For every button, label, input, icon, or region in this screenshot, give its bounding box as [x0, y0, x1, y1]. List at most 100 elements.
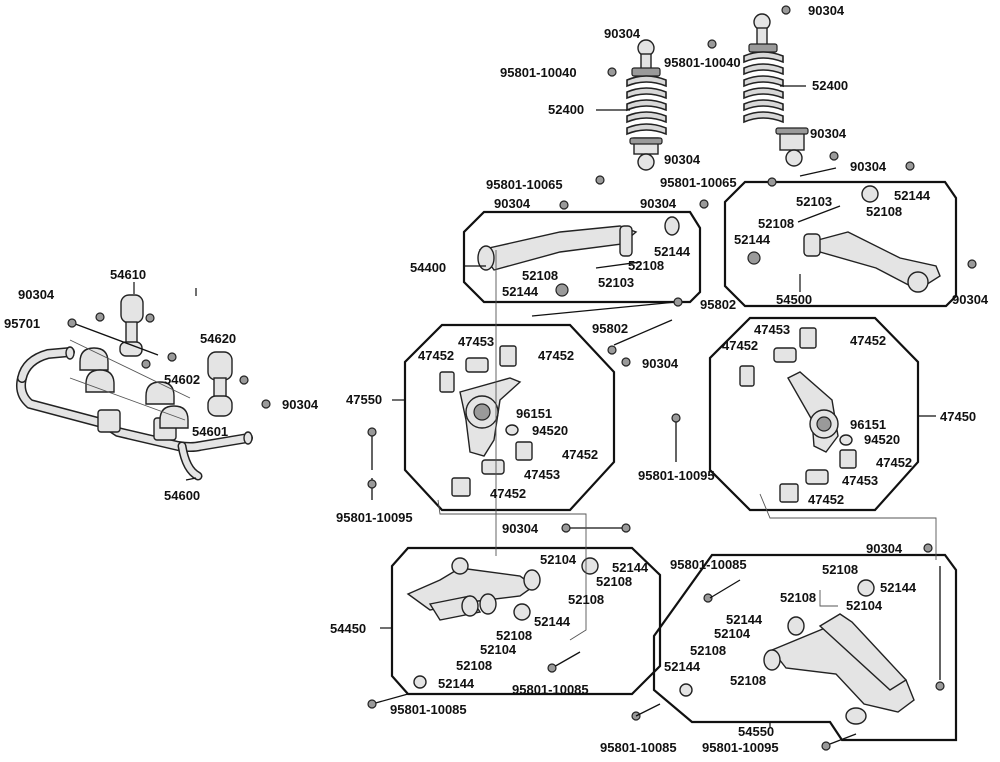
label-95801-10085: 95801-10085	[670, 557, 747, 572]
label-90304: 90304	[494, 196, 531, 211]
label-95801-10085: 95801-10085	[390, 702, 467, 717]
lower-right-arm-frame	[652, 553, 958, 742]
label-54550: 54550	[738, 724, 774, 739]
label-47452: 47452	[808, 492, 844, 507]
label-52144: 52144	[734, 232, 771, 247]
label-47453: 47453	[842, 473, 878, 488]
label-90304: 90304	[604, 26, 641, 41]
label-90304: 90304	[642, 356, 679, 371]
lower-arm-left	[367, 523, 631, 709]
label-47550: 47550	[346, 392, 382, 407]
label-95801-10095: 95801-10095	[336, 510, 413, 525]
upper-arm-left	[477, 199, 709, 297]
label-90304: 90304	[850, 159, 887, 174]
label-52144: 52144	[894, 188, 931, 203]
label-52400: 52400	[548, 102, 584, 117]
shock-absorber-left	[595, 39, 667, 185]
label-47453: 47453	[754, 322, 790, 337]
upper-right-arm-frame	[723, 180, 958, 308]
label-47452: 47452	[418, 348, 454, 363]
label-47453: 47453	[458, 334, 494, 349]
label-52144: 52144	[880, 580, 917, 595]
label-52104: 52104	[846, 598, 883, 613]
label-52103: 52103	[796, 194, 832, 209]
label-52108: 52108	[522, 268, 558, 283]
label-96151: 96151	[516, 406, 552, 421]
label-90304: 90304	[282, 397, 319, 412]
label-52108: 52108	[456, 658, 492, 673]
leader-lines	[133, 85, 936, 728]
stabilizer-link-left	[67, 294, 177, 369]
knuckle-left	[367, 345, 533, 500]
label-52104: 52104	[714, 626, 751, 641]
label-47453: 47453	[524, 467, 560, 482]
lower-left-arm-frame	[390, 546, 662, 696]
label-54600: 54600	[164, 488, 200, 503]
label-47452: 47452	[876, 455, 912, 470]
label-52144: 52144	[654, 244, 691, 259]
label-52108: 52108	[866, 204, 902, 219]
label-47452: 47452	[538, 348, 574, 363]
label-54450: 54450	[330, 621, 366, 636]
label-95802: 95802	[700, 297, 736, 312]
stabilizer-bushings	[69, 339, 191, 429]
label-52108: 52108	[628, 258, 664, 273]
label-52144: 52144	[534, 614, 571, 629]
label-95801-10095: 95801-10095	[702, 740, 779, 755]
label-95802: 95802	[592, 321, 628, 336]
label-90304: 90304	[952, 292, 989, 307]
label-90304: 90304	[18, 287, 55, 302]
bolt-95802	[531, 297, 683, 367]
label-47450: 47450	[940, 409, 976, 424]
label-54602: 54602	[164, 372, 200, 387]
label-94520: 94520	[532, 423, 568, 438]
label-47452: 47452	[562, 447, 598, 462]
label-52108: 52108	[758, 216, 794, 231]
label-54601: 54601	[192, 424, 228, 439]
label-52108: 52108	[780, 590, 816, 605]
label-47452: 47452	[722, 338, 758, 353]
label-90304: 90304	[640, 196, 677, 211]
label-95801-10085: 95801-10085	[600, 740, 677, 755]
label-54400: 54400	[410, 260, 446, 275]
label-95801-10065: 95801-10065	[660, 175, 737, 190]
label-90304: 90304	[808, 3, 845, 18]
label-47452: 47452	[850, 333, 886, 348]
label-52108: 52108	[690, 643, 726, 658]
label-52400: 52400	[812, 78, 848, 93]
label-95801-10040: 95801-10040	[664, 55, 741, 70]
label-95801-10065: 95801-10065	[486, 177, 563, 192]
label-95801-10095: 95801-10095	[638, 468, 715, 483]
label-90304: 90304	[810, 126, 847, 141]
label-52108: 52108	[596, 574, 632, 589]
label-54500: 54500	[776, 292, 812, 307]
label-52103: 52103	[598, 275, 634, 290]
label-52144: 52144	[664, 659, 701, 674]
part-labels: 90304 95801-10040 52400 90304 95801-1006…	[4, 3, 989, 755]
label-96151: 96151	[850, 417, 886, 432]
label-90304: 90304	[664, 152, 701, 167]
label-95801-10040: 95801-10040	[500, 65, 577, 80]
label-52104: 52104	[480, 642, 517, 657]
label-90304: 90304	[866, 541, 903, 556]
label-52108: 52108	[730, 673, 766, 688]
shock-absorber-right	[707, 5, 839, 187]
label-47452: 47452	[490, 486, 526, 501]
label-52108: 52108	[822, 562, 858, 577]
upper-arm-right	[747, 161, 977, 293]
label-95701: 95701	[4, 316, 40, 331]
label-52104: 52104	[540, 552, 577, 567]
right-knuckle-frame	[708, 316, 920, 512]
label-52144: 52144	[438, 676, 475, 691]
label-54620: 54620	[200, 331, 236, 346]
label-90304: 90304	[502, 521, 539, 536]
label-54610: 54610	[110, 267, 146, 282]
upper-left-arm-frame	[462, 210, 702, 304]
label-94520: 94520	[864, 432, 900, 447]
lower-arm-right	[631, 543, 945, 751]
label-52144: 52144	[726, 612, 763, 627]
label-52144: 52144	[612, 560, 649, 575]
left-knuckle-frame	[403, 323, 616, 512]
stabilizer-link-right	[207, 351, 271, 417]
